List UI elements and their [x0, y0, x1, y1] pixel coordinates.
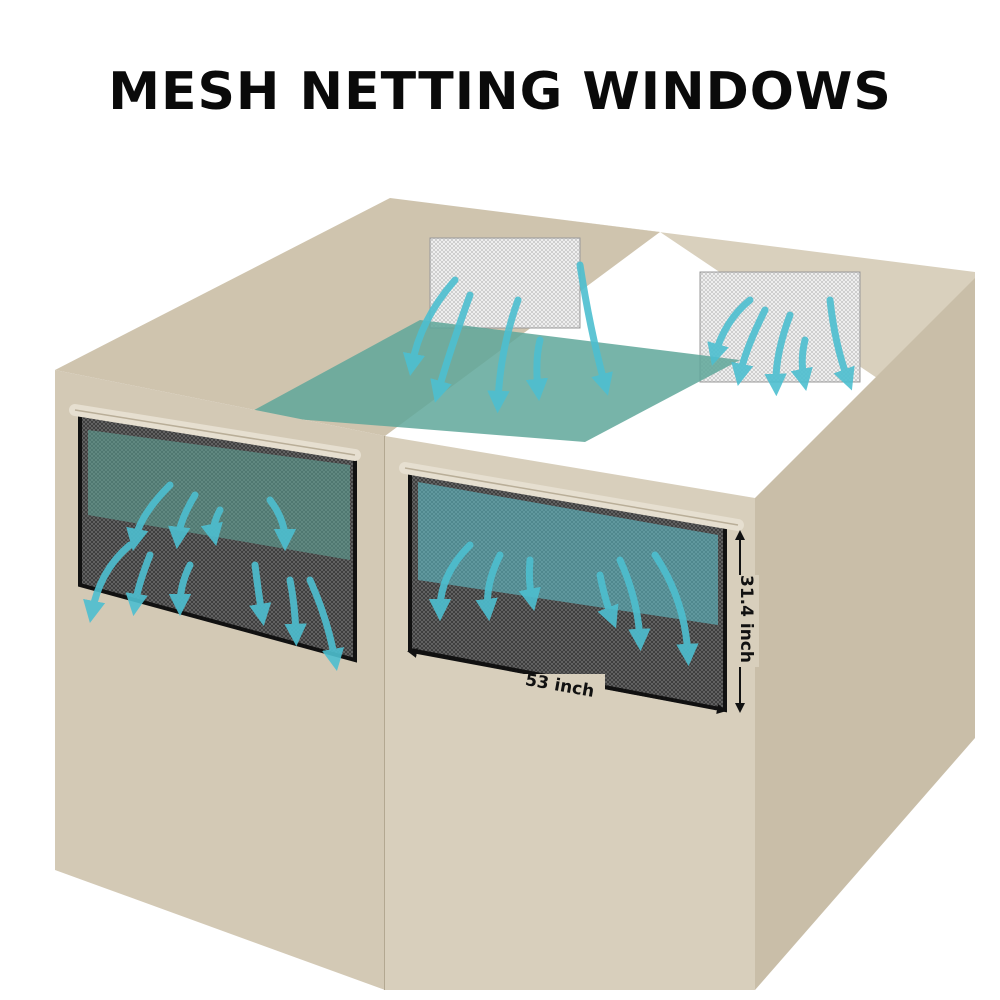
right-side-wall	[755, 278, 975, 990]
height-label: 31.4 inch	[736, 575, 756, 663]
interior-floor	[245, 320, 740, 442]
airflow-arrows	[83, 261, 855, 672]
page-title: MESH NETTING WINDOWS	[108, 62, 892, 122]
